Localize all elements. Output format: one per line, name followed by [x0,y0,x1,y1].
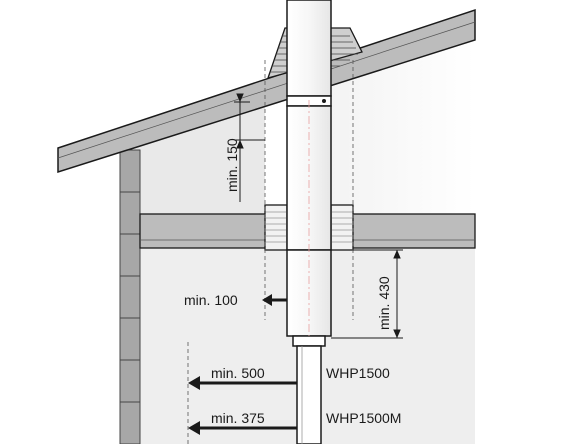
label-model-whp1500: WHP1500 [326,365,390,381]
dimension-430 [331,249,403,339]
arrow-min500 [188,376,297,390]
brick-wall [119,149,141,444]
roof-slab-inner-line [57,21,476,159]
label-min500: min. 500 [211,365,265,381]
lower-pipe [296,345,322,444]
label-min100: min. 100 [184,292,238,308]
label-min430: min. 430 [376,276,392,330]
ceiling-collar [264,204,354,251]
arrow-min100 [262,294,287,306]
label-min150: min. 150 [224,138,240,192]
flue-pipe [286,0,332,347]
pipe-rivet [322,99,326,103]
guide-lines [187,60,354,444]
label-min375: min. 375 [211,410,265,426]
dimension-150 [234,93,265,202]
label-model-whp1500m: WHP1500M [326,410,401,426]
arrow-min375 [188,421,297,435]
